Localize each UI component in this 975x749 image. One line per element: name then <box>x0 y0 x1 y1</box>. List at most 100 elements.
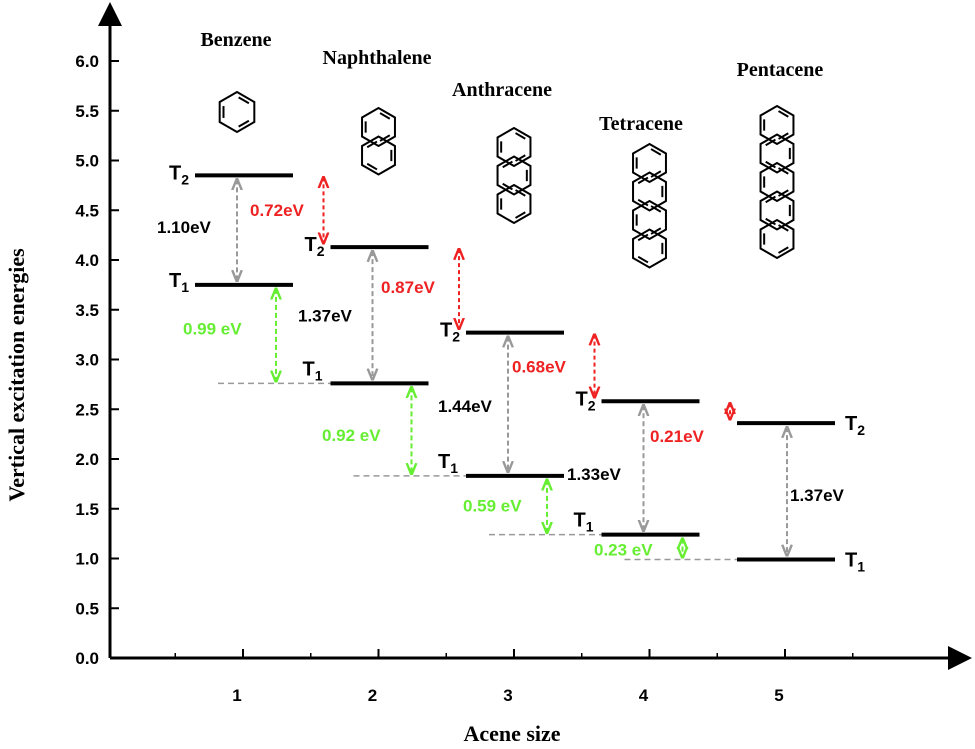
t2-label: T2 <box>575 388 595 413</box>
molecule-structure <box>218 90 256 134</box>
double-bond <box>515 132 526 140</box>
t1-label: T1 <box>169 270 189 295</box>
y-tick-label: 4.5 <box>75 201 99 220</box>
double-bond <box>238 96 250 105</box>
y-tick-label: 0.0 <box>75 649 99 668</box>
hexagon-ring <box>632 142 667 184</box>
y-tick-label: 3.5 <box>75 301 99 320</box>
t1-label: T1 <box>845 549 865 574</box>
x-ticks: 1 2 3 4 5 <box>174 649 854 705</box>
molecule-structure <box>632 142 667 269</box>
t2-step-gap-label: 0.68eV <box>512 357 567 376</box>
double-bond <box>778 110 789 118</box>
double-bond <box>765 217 776 226</box>
double-bond <box>765 160 776 169</box>
double-bond <box>366 162 378 171</box>
double-bond <box>765 138 776 147</box>
molecule-name: Naphthalene <box>323 47 432 69</box>
molecule-structure <box>496 126 532 225</box>
t1-label: T1 <box>438 451 458 476</box>
hexagon-ring <box>759 190 795 231</box>
t2-label: T2 <box>440 320 460 345</box>
double-bond <box>502 182 513 191</box>
hexagon-ring <box>361 106 396 148</box>
y-tick-label: 5.5 <box>75 102 99 121</box>
t1-label: T1 <box>302 358 322 383</box>
hexagon-ring <box>218 90 256 134</box>
molecule-name: Tetracene <box>599 113 683 135</box>
t1-t2-gap-label: 1.10eV <box>157 218 212 237</box>
double-bond <box>778 189 789 197</box>
double-bond <box>650 148 662 156</box>
double-bond <box>778 246 789 254</box>
y-tick-label: 4.0 <box>75 251 99 270</box>
t2-step-gap-label: 0.21eV <box>650 427 705 446</box>
molecule-name: Anthracene <box>452 79 552 101</box>
double-bond <box>502 160 513 169</box>
t2-label: T2 <box>845 413 865 438</box>
s-t-gap-label: 0.59 eV <box>463 497 522 516</box>
y-tick-label: 2.5 <box>75 400 99 419</box>
y-tick-label: 2.0 <box>75 450 99 469</box>
hexagon-ring <box>759 218 795 260</box>
t1-t2-gap-label: 1.44eV <box>438 397 493 416</box>
double-bond <box>238 119 250 128</box>
hexagon-ring <box>632 228 667 269</box>
hexagon-ring <box>496 155 532 196</box>
hexagon-ring <box>759 133 795 174</box>
double-bond <box>778 224 789 232</box>
t1-t2-gap-label: 1.33eV <box>567 465 622 484</box>
y-axis-title: Vertical excitation energies <box>4 248 29 502</box>
t1-label: T1 <box>573 510 593 535</box>
t1-t2-gap-label: 1.37eV <box>790 486 845 505</box>
hexagon-ring <box>632 199 667 241</box>
x-tick-label: 3 <box>503 686 512 705</box>
double-bond <box>765 195 776 204</box>
hexagon-ring <box>496 183 532 225</box>
hexagon-ring <box>759 104 795 146</box>
double-bond <box>379 112 391 120</box>
y-tick-label: 1.0 <box>75 550 99 569</box>
double-bond <box>515 189 526 197</box>
double-bond <box>637 233 649 242</box>
double-bond <box>379 134 391 142</box>
y-tick-label: 6.0 <box>75 52 99 71</box>
double-bond <box>650 205 662 213</box>
double-bond <box>778 132 789 140</box>
hexagon-ring <box>361 135 396 176</box>
double-bond <box>515 154 526 162</box>
y-tick-label: 3.0 <box>75 351 99 370</box>
molecule-name: Benzene <box>200 29 271 51</box>
t2-label: T2 <box>169 162 189 187</box>
y-tick-label: 5.0 <box>75 152 99 171</box>
s-t-gap-label: 0.23 eV <box>594 541 653 560</box>
x-tick-label: 5 <box>774 686 783 705</box>
double-bond <box>637 198 649 207</box>
y-tick-label: 0.5 <box>75 599 99 618</box>
chart-marks: BenzeneT2T11.10eVNaphthaleneT2T11.37eVAn… <box>157 29 865 574</box>
t2-label: T2 <box>304 234 324 259</box>
hexagon-ring <box>496 126 532 168</box>
hexagon-ring <box>759 161 795 203</box>
double-bond <box>650 170 662 178</box>
x-tick-label: 1 <box>232 686 241 705</box>
t2-step-gap-label: 0.87eV <box>381 278 436 297</box>
x-axis-title: Acene size <box>463 721 560 746</box>
s-t-gap-label: 0.99 eV <box>183 320 242 339</box>
molecule-structure <box>361 106 396 176</box>
double-bond <box>650 227 662 235</box>
double-bond <box>778 167 789 175</box>
double-bond <box>637 176 649 185</box>
t1-t2-gap-label: 1.37eV <box>298 307 353 326</box>
x-tick-label: 2 <box>368 686 377 705</box>
molecule-structure <box>759 104 795 260</box>
hexagon-ring <box>632 171 667 212</box>
double-bond <box>515 211 526 219</box>
y-ticks: 0.0 0.5 1.0 1.5 2.0 2.5 3.0 3.5 4.0 4.5 5.0 5.5 6.0 <box>75 52 119 668</box>
molecule-name: Pentacene <box>737 59 824 81</box>
t2-step-gap-label: 0.72eV <box>250 201 305 220</box>
x-tick-label: 4 <box>639 686 649 705</box>
double-bond <box>366 140 378 149</box>
y-tick-label: 1.5 <box>75 500 99 519</box>
